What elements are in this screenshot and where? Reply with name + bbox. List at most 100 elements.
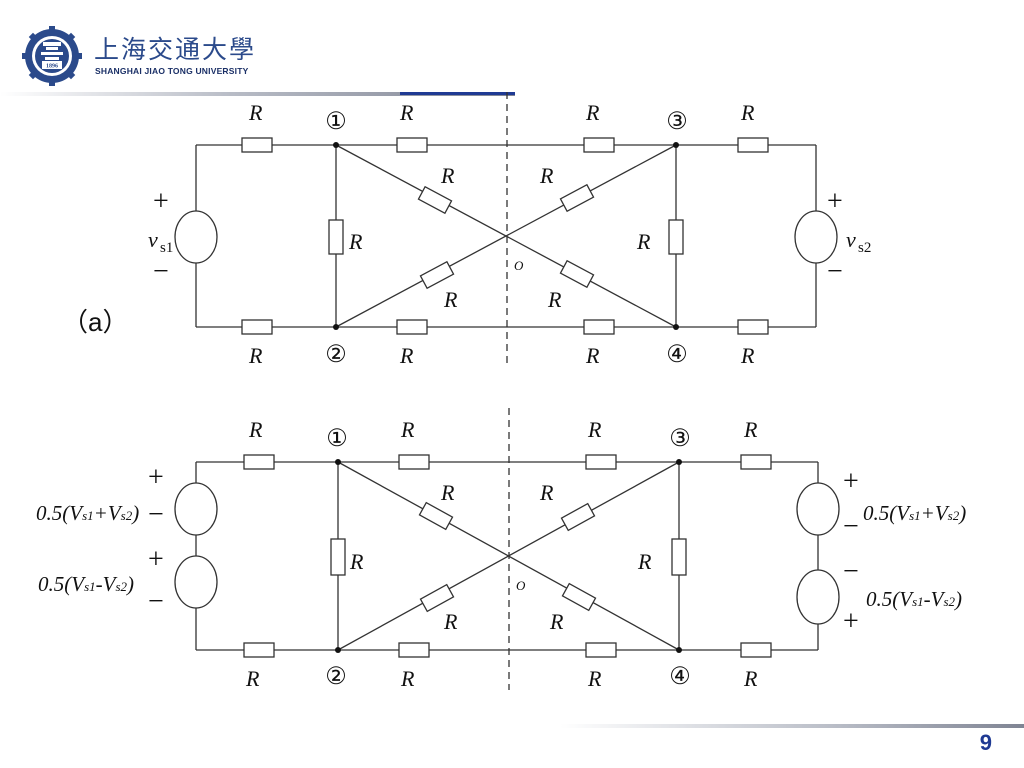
left-bottom-plus: + (148, 544, 164, 575)
r-label: R (248, 100, 263, 125)
resistor-b-bot-3 (585, 642, 617, 658)
left-bottom-minus: − (148, 586, 164, 617)
left-bottom-expression: 0.5(Vs1-Vs2) (38, 572, 134, 596)
right-top-minus: − (843, 511, 859, 542)
logo-year: 1896 (46, 64, 58, 70)
node-b-4 (676, 647, 682, 653)
resistor-b-top-1 (243, 454, 275, 470)
logo-english-name: SHANGHAI JIAO TONG UNIVERSITY (95, 66, 249, 76)
circuit-a-r-labels: R R R R R R R R R R R R R R (248, 100, 755, 368)
r-label: R (636, 229, 651, 254)
r-label: R (637, 549, 652, 574)
node-label-3: ③ (669, 426, 691, 452)
page-number: 9 (979, 730, 992, 755)
circuit-b-node-labels: ① ② ③ ④ (325, 426, 691, 690)
r-label: R (585, 343, 600, 368)
node-label-2: ② (325, 664, 347, 690)
r-label: R (743, 666, 758, 691)
vs1-minus: − (153, 256, 169, 287)
node-label-1: ① (326, 426, 348, 452)
resistor-b-diag-2 (560, 502, 596, 532)
header-accent (400, 92, 515, 95)
right-bottom-expression: 0.5(Vs1-Vs2) (866, 587, 962, 611)
resistor-b-bot-1 (243, 642, 275, 658)
resistor-b-top-3 (585, 454, 617, 470)
circuit-b-r-labels: R R R R R R R R R R R R R R (245, 417, 758, 691)
source-labels-a: + − v s1 + − v s2 (148, 186, 871, 287)
r-label: R (549, 609, 564, 634)
r-label: R (547, 287, 562, 312)
logo-chinese-name: 上海交通大學 (94, 35, 257, 64)
header-rule (0, 92, 515, 96)
right-top-plus: + (843, 466, 859, 497)
resistor-b-diag-1 (418, 501, 454, 531)
r-label: R (443, 609, 458, 634)
r-label: R (400, 417, 415, 442)
resistor-a-vert-right (668, 219, 684, 255)
resistor-a-bot-4 (737, 319, 769, 335)
resistor-a-diag-3 (419, 260, 455, 290)
voltage-source-right-bottom (796, 569, 840, 625)
node-label-1: ① (325, 109, 347, 135)
resistor-b-diag-4 (561, 582, 597, 612)
vs1-plus: + (153, 186, 169, 217)
left-top-minus: − (148, 499, 164, 530)
resistor-a-diag-1 (417, 185, 453, 215)
r-label: R (740, 100, 755, 125)
vs2-minus: − (827, 256, 843, 287)
resistor-b-diag-3 (419, 583, 455, 613)
resistor-a-top-2 (396, 137, 428, 153)
circuit-a-nodes (333, 142, 679, 330)
node-label-3: ③ (666, 109, 688, 135)
left-top-plus: + (148, 462, 164, 493)
resistor-a-bot-1 (241, 319, 273, 335)
r-label: R (585, 100, 600, 125)
right-top-expression: 0.5(Vs1+Vs2) (863, 501, 966, 525)
node-label-2: ② (325, 342, 347, 368)
node-b-1 (335, 459, 341, 465)
resistor-b-vert-left (330, 538, 346, 576)
circuit-b (174, 408, 840, 690)
resistor-b-bot-4 (740, 642, 772, 658)
r-label: R (443, 287, 458, 312)
resistor-b-vert-right (671, 538, 687, 576)
r-label: R (349, 549, 364, 574)
r-label: R (440, 163, 455, 188)
figure-a-label: （a） (62, 307, 129, 337)
node-b-3 (676, 459, 682, 465)
node-label-4: ④ (669, 664, 691, 690)
r-label: R (400, 666, 415, 691)
r-label: R (743, 417, 758, 442)
r-label: R (399, 343, 414, 368)
r-label: R (587, 417, 602, 442)
circuit-a-node-labels: ① ② ③ ④ (325, 109, 688, 368)
center-label-o: O (514, 258, 524, 273)
center-label-o: O (516, 578, 526, 593)
node-a-1 (333, 142, 339, 148)
r-label: R (248, 417, 263, 442)
r-label: R (440, 480, 455, 505)
resistor-a-diag-4 (559, 259, 595, 289)
vs2-sub: s2 (858, 240, 871, 256)
voltage-source-left-top (174, 482, 218, 536)
r-label: R (539, 163, 554, 188)
resistor-a-diag-2 (559, 183, 595, 213)
r-label: R (248, 343, 263, 368)
voltage-source-vs1 (174, 210, 218, 264)
node-a-4 (673, 324, 679, 330)
resistor-b-bot-2 (398, 642, 430, 658)
node-a-3 (673, 142, 679, 148)
voltage-source-left-bottom (174, 555, 218, 609)
r-label: R (399, 100, 414, 125)
node-b-2 (335, 647, 341, 653)
wire-diag-2-3 (335, 144, 677, 328)
resistor-a-bot-2 (396, 319, 428, 335)
circuit-b-nodes (335, 459, 682, 653)
resistor-a-bot-3 (583, 319, 615, 335)
right-bottom-plus: + (843, 606, 859, 637)
resistor-a-top-3 (583, 137, 615, 153)
voltage-source-vs2 (794, 210, 838, 264)
r-label: R (348, 229, 363, 254)
